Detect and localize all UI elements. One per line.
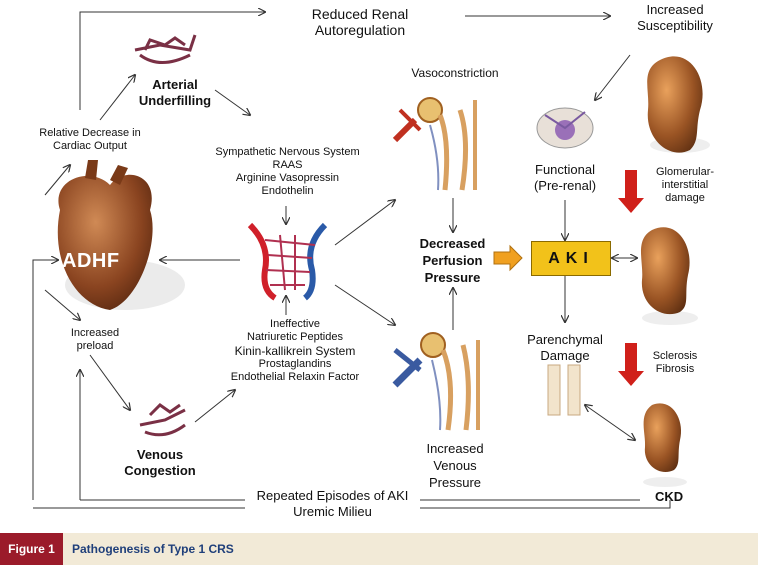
uremic-milieu-line: Uremic Milieu <box>293 504 372 519</box>
increased-susceptibility-line1: Increased <box>646 2 704 17</box>
vessel-network-illustration <box>247 222 328 301</box>
reduced-renal-autoregulation-label: Reduced Renal Autoregulation <box>300 6 420 38</box>
figure-label: Figure 1 <box>0 533 63 565</box>
sclerosis-fibrosis-label: Sclerosis Fibrosis <box>640 350 710 376</box>
nephron-top-illustration <box>392 97 477 191</box>
top-connector-arrows <box>32 12 637 500</box>
endothelin-label: Endothelin <box>261 185 314 197</box>
functional-line2: (Pre-renal) <box>533 178 597 193</box>
caption-bar <box>0 533 758 565</box>
figure-caption: Pathogenesis of Type 1 CRS <box>72 542 234 556</box>
sclerosis-label: Sclerosis <box>652 350 698 362</box>
arterial-line1: Arterial <box>152 77 198 92</box>
inc-venous-line2: Venous <box>433 458 477 473</box>
reduced-renal-line2: Autoregulation <box>314 22 406 38</box>
increased-susceptibility-line2: Susceptibility <box>637 18 713 33</box>
increased-preload-label: Increased preload <box>55 327 135 353</box>
kinin-label: Kinin-kallikrein System <box>234 344 356 358</box>
relative-line1: Relative Decrease in <box>39 127 141 139</box>
decreased-line3: Pressure <box>424 270 481 285</box>
aki-box: AKI <box>531 241 611 276</box>
repeated-episodes-line: Repeated Episodes of AKI <box>256 488 409 503</box>
relative-decrease-label: Relative Decrease in Cardiac Output <box>30 127 150 153</box>
bottom-feedback-lines <box>33 499 671 509</box>
red-progression-arrows <box>618 170 644 386</box>
arterial-underfilling-label: Arterial Underfilling <box>125 77 225 109</box>
relative-line2: Cardiac Output <box>53 140 127 152</box>
relaxin-label: Endothelial Relaxin Factor <box>230 371 360 383</box>
ineffective-label: Ineffective <box>270 318 320 330</box>
parenchymal-tubule-illustration <box>547 364 581 416</box>
functional-prerenal-label: Functional (Pre-renal) <box>515 162 615 194</box>
parenchymal-line1: Parenchymal <box>527 332 603 347</box>
increased-preload-line2: preload <box>76 340 114 352</box>
venous-congestion-line1: Venous <box>136 447 184 462</box>
glomerulus-illustration <box>536 107 594 149</box>
decreased-line1: Decreased <box>419 236 486 251</box>
parenchymal-damage-label: Parenchymal Damage <box>515 332 615 364</box>
natriuretic-peptides-label: Natriuretic Peptides <box>247 331 343 343</box>
glomerular-line1: Glomerular- <box>655 166 715 178</box>
inc-venous-line3: Pressure <box>428 475 482 490</box>
glomerular-damage-label: Glomerular- interstitial damage <box>640 166 730 205</box>
repeated-episodes-label: Repeated Episodes of AKI Uremic Milieu <box>245 488 420 520</box>
glomerular-line3: damage <box>665 192 705 204</box>
nephron-bottom-illustration <box>392 332 480 431</box>
counter-regulatory-label: Ineffective Natriuretic Peptides Kinin-k… <box>215 318 375 384</box>
reduced-renal-line1: Reduced Renal <box>311 6 409 22</box>
fibrosis-label: Fibrosis <box>655 363 695 375</box>
functional-line1: Functional <box>535 162 595 177</box>
venous-congestion-line2: Congestion <box>124 463 196 478</box>
kidney-top-illustration <box>647 56 710 153</box>
ckd-label: CKD <box>655 489 684 504</box>
avp-label: Arginine Vasopressin <box>235 172 340 184</box>
arterial-vessel-illustration <box>134 34 197 64</box>
increased-susceptibility-label: Increased Susceptibility <box>620 2 730 34</box>
neurohormonal-activators-label: Sympathetic Nervous System RAAS Arginine… <box>205 146 370 198</box>
arterial-line2: Underfilling <box>138 93 212 108</box>
increased-preload-line1: Increased <box>70 327 120 339</box>
glomerular-line2: interstitial <box>661 179 709 191</box>
prostaglandins-label: Prostaglandins <box>258 358 332 370</box>
raas-label: RAAS <box>272 159 303 171</box>
sns-label: Sympathetic Nervous System <box>215 146 360 158</box>
inc-venous-line1: Increased <box>426 441 484 456</box>
kidney-middle-illustration <box>641 227 698 325</box>
parenchymal-line2: Damage <box>540 348 590 363</box>
venous-congestion-label: Venous Congestion <box>115 447 205 479</box>
orange-arrow-to-aki <box>493 244 523 272</box>
diagram-canvas <box>32 0 710 509</box>
decreased-perfusion-label: Decreased Perfusion Pressure <box>405 235 500 286</box>
venous-vessel-illustration <box>139 403 186 437</box>
decreased-line2: Perfusion <box>422 253 483 268</box>
vasoconstriction-label: Vasoconstriction <box>411 66 499 80</box>
kidney-bottom-illustration <box>643 403 687 487</box>
adhf-label: ADHF <box>62 250 120 272</box>
increased-venous-pressure-label: Increased Venous Pressure <box>405 440 505 491</box>
heart-illustration <box>57 160 185 310</box>
